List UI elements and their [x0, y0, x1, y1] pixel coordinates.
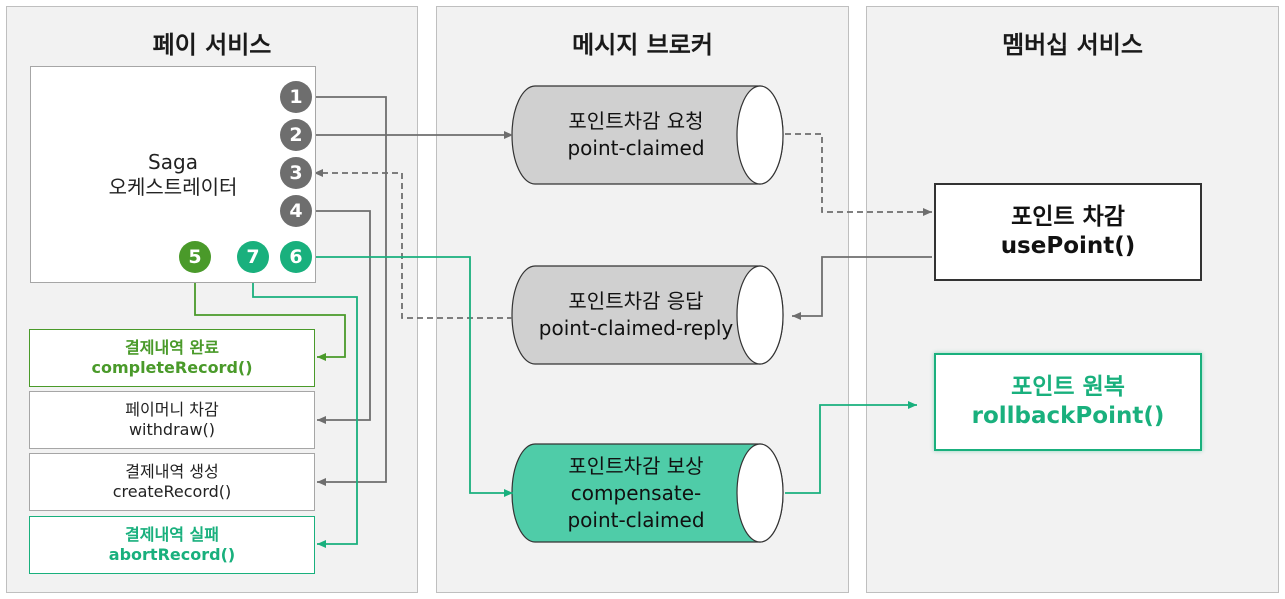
membership-service-title: 멤버십 서비스	[1002, 31, 1143, 59]
create-record-box: 결제내역 생성 createRecord()	[29, 453, 315, 511]
use-point-label: 포인트 차감	[1011, 204, 1125, 231]
step-circle-7: 7	[237, 241, 269, 273]
arrow-step7-abort	[252, 273, 358, 548]
message-broker-title: 메시지 브로커	[572, 31, 713, 59]
topic-point-claimed-cylinder	[511, 85, 784, 185]
membership-service-panel: 멤버십 서비스	[866, 6, 1279, 593]
rollback-point-method: rollbackPoint()	[971, 403, 1165, 429]
topic-point-claimed-reply-cylinder	[511, 265, 784, 365]
arrow-compensate-to-rollback	[785, 401, 917, 494]
arrow-usepoint-to-reply	[792, 256, 932, 320]
arrow-request-to-usepoint	[785, 133, 932, 216]
withdraw-box: 페이머니 차감 withdraw()	[29, 391, 315, 449]
step-circle-6: 6	[280, 241, 312, 273]
complete-record-box: 결제내역 완료 completeRecord()	[29, 329, 315, 387]
arrow-step6-compensate	[312, 256, 513, 497]
rollback-point-label: 포인트 원복	[1011, 374, 1125, 401]
abort-record-method: abortRecord()	[108, 545, 236, 564]
arrow-reply-to-step3	[314, 169, 513, 319]
withdraw-label: 페이머니 차감	[125, 400, 219, 419]
step-circle-2: 2	[280, 119, 312, 151]
step-circle-1: 1	[280, 81, 312, 113]
complete-record-label: 결제내역 완료	[125, 338, 219, 357]
topic-compensate-cylinder	[511, 443, 784, 543]
step-circle-4: 4	[280, 195, 312, 227]
withdraw-method: withdraw()	[128, 420, 216, 439]
arrow-step5-complete	[194, 273, 346, 361]
create-record-method: createRecord()	[112, 482, 232, 501]
orchestrator-line1: Saga	[148, 149, 198, 174]
abort-record-box: 결제내역 실패 abortRecord()	[29, 516, 315, 574]
arrow-step4-withdraw	[312, 210, 371, 424]
use-point-method: usePoint()	[1000, 233, 1136, 259]
complete-record-method: completeRecord()	[91, 358, 253, 377]
step-circle-5: 5	[179, 241, 211, 273]
pay-service-title: 페이 서비스	[152, 31, 272, 59]
abort-record-label: 결제내역 실패	[125, 525, 219, 544]
step-circle-3: 3	[280, 157, 312, 189]
rollback-point-box: 포인트 원복 rollbackPoint()	[934, 353, 1202, 451]
arrow-step1-create-record	[312, 96, 387, 486]
saga-orchestrator-box: Saga 오케스트레이터	[30, 66, 316, 283]
create-record-label: 결제내역 생성	[125, 462, 219, 481]
orchestrator-line2: 오케스트레이터	[108, 174, 238, 199]
use-point-box: 포인트 차감 usePoint()	[934, 183, 1202, 281]
